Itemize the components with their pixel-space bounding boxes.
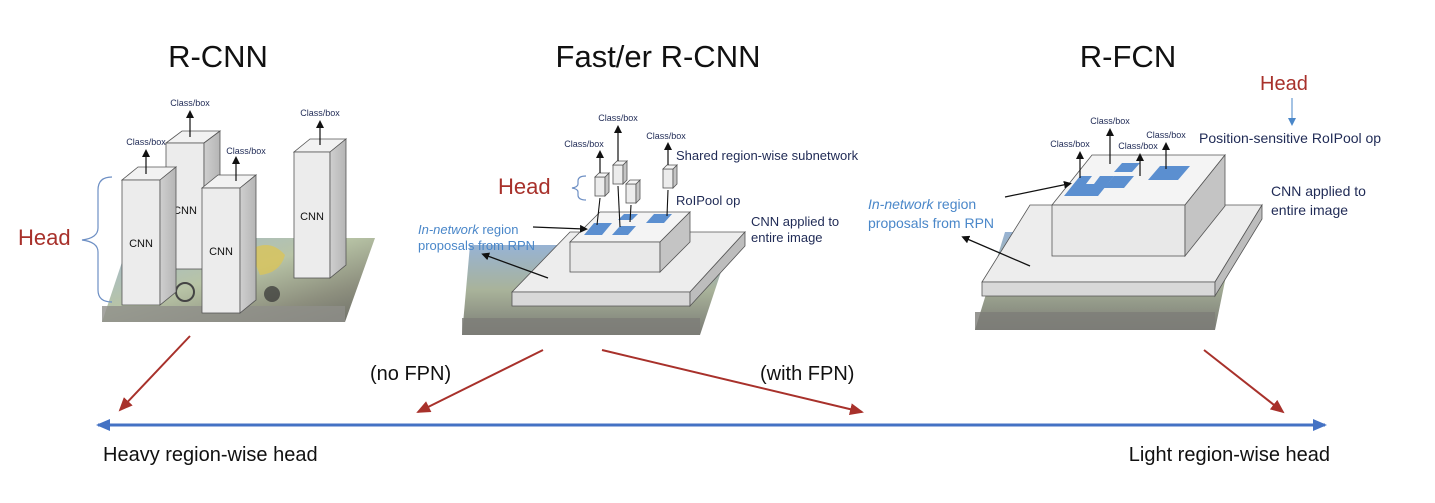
rfcn-cnn-applied-line2: entire image <box>1271 202 1348 218</box>
rfcn-proposals-label: proposals from RPN <box>868 215 994 231</box>
rcnn-classbox-label-1: Class/box <box>170 98 210 108</box>
rfcn-head-label: Head <box>1260 73 1308 95</box>
rfcn-in-network-rest: region <box>933 196 976 212</box>
fast-in-network-label: In-network region <box>418 222 518 237</box>
fast-head-label: Head <box>498 174 551 199</box>
rcnn-box-4: CNN <box>292 138 348 279</box>
fast-in-network-italic: In-network <box>418 222 480 237</box>
fast-classbox-label-2: Class/box <box>598 113 638 123</box>
fast-rcnn-panel: Class/box Class/box Class/box Head Share… <box>418 113 859 335</box>
rcnn-cnn-label-1: CNN <box>173 205 197 217</box>
fast-head-brace <box>571 175 587 201</box>
rcnn-classbox-label-4: Class/box <box>300 108 340 118</box>
fast-roipool-label: RoIPool op <box>676 193 740 208</box>
rfcn-roi-2 <box>1104 176 1134 188</box>
rcnn-cnn-label-2: CNN <box>129 238 153 250</box>
fast-in-network-rest: region <box>479 222 519 237</box>
rcnn-head-label: Head <box>18 225 71 250</box>
rcnn-cnn-label-4: CNN <box>300 211 324 223</box>
fast-with-fpn-arrow <box>601 349 864 416</box>
fast-roi-4 <box>618 214 638 220</box>
rcnn-cnn-label-3: CNN <box>209 246 233 258</box>
light-head-label: Light region-wise head <box>1129 444 1330 466</box>
fast-roi-2 <box>612 226 636 235</box>
fast-classbox-label-4: Class/box <box>646 131 686 141</box>
with-fpn-label: (with FPN) <box>760 363 854 385</box>
fast-cnn-applied-line2: entire image <box>751 230 823 245</box>
rcnn-title: R-CNN <box>168 39 268 74</box>
rcnn-box-2: CNN <box>120 166 178 306</box>
fast-cnn-applied-line1: CNN applied to <box>751 214 839 229</box>
fast-no-fpn-arrow <box>416 349 544 413</box>
rfcn-title: R-FCN <box>1080 39 1176 74</box>
rcnn-head-brace <box>81 176 113 303</box>
rfcn-position-sensitive-label: Position-sensitive RoIPool op <box>1199 130 1381 146</box>
rcnn-box-3: CNN <box>200 174 258 314</box>
rcnn-to-heavy-arrow <box>118 335 191 412</box>
rfcn-to-light-arrow <box>1203 349 1285 414</box>
rfcn-classbox-label-3: Class/box <box>1118 141 1158 151</box>
rfcn-roi-1 <box>1064 176 1114 196</box>
rfcn-in-network-italic: In-network <box>868 196 934 212</box>
rfcn-classbox-label-1: Class/box <box>1050 139 1090 149</box>
rfcn-classbox-label-4: Class/box <box>1146 130 1186 140</box>
fast-rcnn-title: Fast/er R-CNN <box>556 39 761 74</box>
heavy-head-label: Heavy region-wise head <box>103 444 318 466</box>
fast-roi-1 <box>584 223 612 235</box>
rfcn-classbox-label-2: Class/box <box>1090 116 1130 126</box>
rfcn-cnn-applied-line1: CNN applied to <box>1271 183 1366 199</box>
rfcn-in-network-label: In-network region <box>868 196 976 212</box>
fast-proposals-label: proposals from RPN <box>418 238 535 253</box>
fast-classbox-label-1: Class/box <box>564 139 604 149</box>
rfcn-roi-3 <box>1114 163 1140 172</box>
fast-subnet-2 <box>612 160 628 185</box>
rcnn-panel: Head CNN CNN CNN CNN <box>18 98 375 322</box>
no-fpn-label: (no FPN) <box>370 363 451 385</box>
rcnn-classbox-label-2: Class/box <box>126 137 166 147</box>
fast-roi-3 <box>646 214 672 223</box>
rfcn-roi-4 <box>1148 166 1190 180</box>
rfcn-panel: Class/box Class/box Class/box Class/box … <box>868 73 1381 330</box>
fast-subnet-3 <box>625 179 641 204</box>
spectrum-arrows: (no FPN) (with FPN) <box>118 335 1285 416</box>
fast-subnet-4 <box>662 164 678 189</box>
rcnn-classbox-label-3: Class/box <box>226 146 266 156</box>
fast-shared-subnetwork-label: Shared region-wise subnetwork <box>676 148 859 163</box>
fast-subnet-1 <box>594 172 610 197</box>
